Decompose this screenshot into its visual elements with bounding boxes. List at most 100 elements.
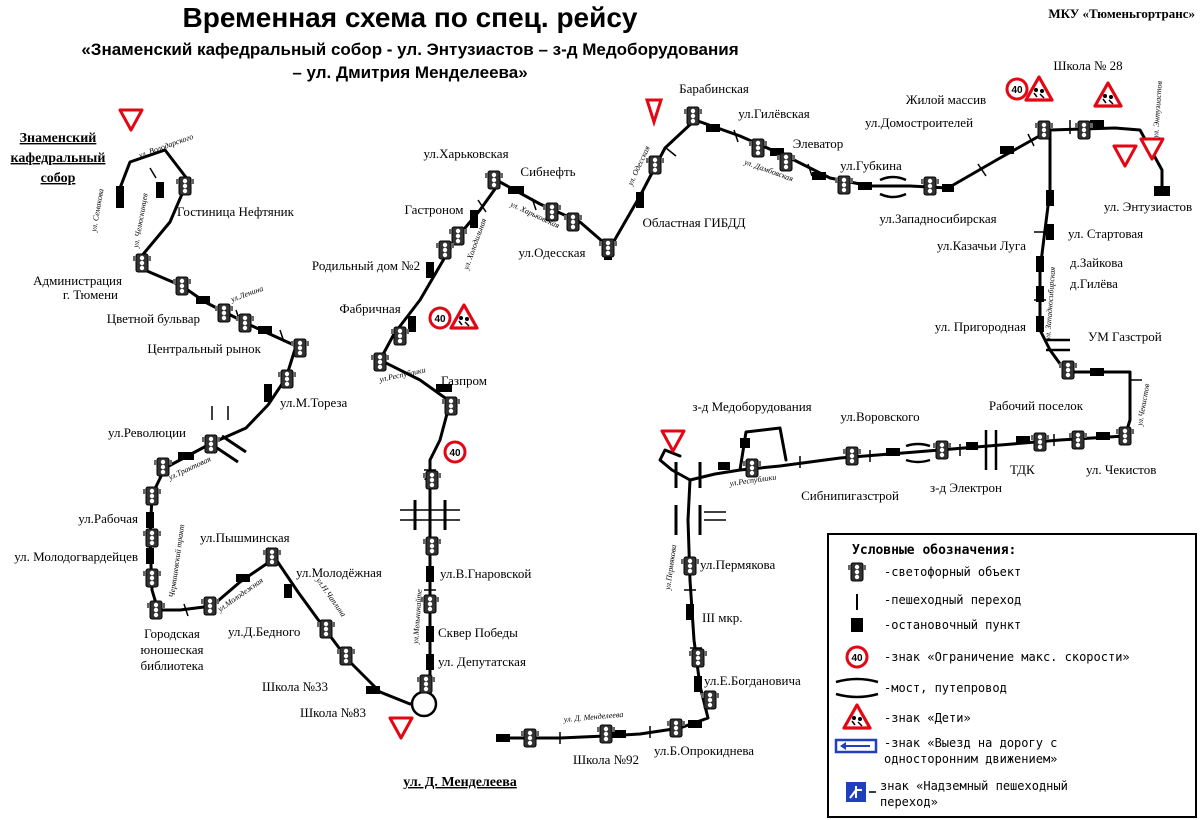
stop-label: УМ Газстрой — [1088, 329, 1162, 344]
traffic-light-icon — [277, 369, 297, 389]
stop-label: Центральный рынок — [147, 341, 261, 356]
traffic-light-icon — [932, 440, 952, 460]
legend-title: Условные обозначения: — [852, 543, 1016, 558]
traffic-light-icon — [645, 155, 665, 175]
stop-label: ул. Энтузиастов — [1104, 199, 1192, 214]
legend-item: -мост, путепровод — [884, 681, 1007, 695]
stop-marker — [612, 730, 626, 738]
street-label: ул.Н.Чаплина — [314, 575, 348, 618]
stop-marker — [496, 734, 510, 742]
stop-label: Областная ГИБДД — [643, 215, 746, 230]
legend-item: -знак «Ограничение макс. скорости» — [884, 650, 1130, 664]
stop-label: Элеватор — [793, 136, 844, 151]
stop-marker — [1154, 186, 1170, 196]
street-label: ул.Республики — [728, 473, 777, 489]
legend-item: -остановочный пункт — [884, 618, 1021, 632]
speed-limit-value: 40 — [1011, 85, 1023, 96]
stop-labels: Гостиница Нефтяник Администрация г. Тюме… — [14, 58, 1192, 767]
traffic-light-icon — [370, 352, 390, 372]
stop-label: ул.Харьковская — [423, 146, 508, 161]
stop-marker — [426, 262, 434, 278]
street-label: ул. Западносибирская — [1043, 266, 1057, 341]
stop-marker — [1016, 436, 1030, 444]
stop-label: ул.Революции — [108, 425, 186, 440]
stop-marker — [264, 384, 272, 402]
street-label: ул. Семакова — [89, 188, 106, 233]
stop-marker — [196, 296, 210, 304]
yield-sign-icon — [1112, 144, 1138, 168]
terminal-start-line-1: Знаменский — [20, 131, 97, 146]
traffic-light-icon — [390, 326, 410, 346]
traffic-light-icon — [520, 728, 540, 748]
stop-label: Фабричная — [339, 301, 400, 316]
traffic-light-icon — [1058, 360, 1078, 380]
legend-bridge-icon — [835, 677, 879, 699]
stop-label: д.Зайкова — [1070, 255, 1123, 270]
stop-marker — [426, 654, 434, 670]
stop-label: Сибнипигазстрой — [801, 488, 899, 503]
map-title: Временная схема по спец. рейсу — [183, 2, 638, 33]
traffic-light-icon — [680, 556, 700, 576]
legend-traffic-light-icon — [847, 562, 867, 582]
traffic-light-icon — [441, 396, 461, 416]
stop-marker — [436, 384, 452, 392]
yield-sign-icon — [388, 716, 414, 740]
stop-marker — [636, 192, 644, 208]
stop-label: ул.Б.Опрокиднева — [654, 743, 754, 758]
traffic-light-icon — [146, 600, 166, 620]
stop-label: Жилой массив — [906, 92, 986, 107]
yield-sign-icon — [660, 429, 686, 453]
traffic-light-icon — [201, 434, 221, 454]
stop-marker — [740, 438, 750, 448]
traffic-light-icon — [172, 276, 192, 296]
stop-marker — [470, 210, 478, 228]
stop-marker — [284, 584, 292, 598]
stop-marker — [886, 448, 900, 456]
speed-limit-value: 40 — [449, 448, 461, 459]
stop-marker — [1046, 224, 1054, 240]
traffic-light-icon — [422, 536, 442, 556]
stop-marker — [258, 326, 272, 334]
traffic-light-icon — [748, 138, 768, 158]
stop-label: д.Гилёва — [1070, 276, 1118, 291]
stop-label: ул. Пригородная — [935, 319, 1026, 334]
traffic-light-icon — [1068, 430, 1088, 450]
stop-marker — [1046, 190, 1054, 206]
legend: Условные обозначения: -светофорный объек… — [827, 533, 1197, 818]
legend-oneway-sign-icon — [834, 738, 878, 754]
stop-label: ул.Е.Богдановича — [704, 673, 801, 688]
stop-label: г. Тюмени — [63, 287, 118, 302]
stop-label: Школа №92 — [573, 752, 639, 767]
legend-item: -знак «Дети» — [884, 711, 971, 725]
stop-marker — [1090, 368, 1104, 376]
legend-overpass-sign-icon — [846, 782, 876, 802]
traffic-light-icon — [688, 648, 708, 668]
legend-item: -пешеходный переход — [884, 593, 1021, 607]
traffic-light-icon — [683, 106, 703, 126]
terminal-end: ул. Д. Менделеева — [403, 775, 517, 790]
stop-label: Рабочий поселок — [989, 398, 1084, 413]
legend-item: -светофорный объект — [884, 565, 1021, 579]
stop-label: юношеская — [141, 642, 204, 657]
stop-label: Школа № 28 — [1053, 58, 1122, 73]
stop-label: ул.Пышминская — [200, 530, 290, 545]
traffic-light-icon — [435, 240, 455, 260]
street-label: ул. Челюскинцев — [131, 192, 150, 249]
stop-marker — [1090, 120, 1104, 128]
stop-marker — [426, 566, 434, 582]
yield-sign-icon — [1139, 137, 1165, 161]
stop-marker — [236, 574, 250, 582]
stop-marker — [146, 548, 154, 564]
stop-marker — [718, 462, 730, 470]
stop-label: Барабинская — [679, 81, 749, 96]
stop-label: ул.Пермякова — [700, 557, 775, 572]
street-label: ул. Энтузиастов — [1151, 80, 1164, 139]
stop-marker — [156, 182, 164, 198]
terminal-start-line-3: собор — [41, 171, 76, 186]
traffic-light-icon — [336, 646, 356, 666]
traffic-light-icon — [1115, 426, 1135, 446]
traffic-light-icon — [596, 724, 616, 744]
traffic-light-icon — [142, 528, 162, 548]
traffic-light-icon — [290, 338, 310, 358]
bridge-icon — [211, 406, 247, 464]
